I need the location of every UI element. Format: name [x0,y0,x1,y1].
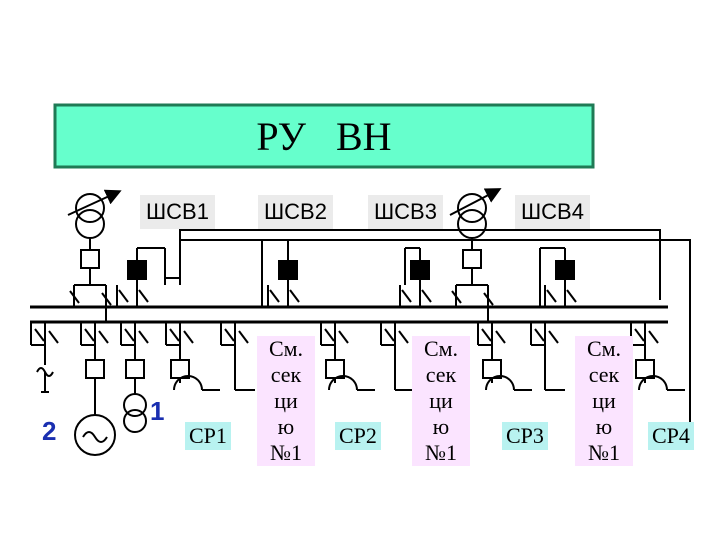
disconnector-icon [534,328,545,342]
switchgear-title: РУ ВН [256,113,392,159]
section-reactor-icon [638,375,668,391]
mixed-section-label-1: См. сек ци ю №1 [257,336,315,466]
disconnector-icon [269,289,280,303]
mixed-section-label-3: См. сек ци ю №1 [575,336,633,466]
transformer-icon [457,209,487,239]
disconnector-icon [324,328,335,342]
section-reactor-label-3: СР3 [502,422,548,450]
section-reactor-label-1: СР1 [185,422,231,450]
disconnector-icon [224,328,235,342]
reactor-icon [123,393,147,417]
transformer-icon [457,193,487,223]
transformer-icon [75,209,105,239]
switchgear-header-box [53,103,595,169]
disconnector-icon [634,328,645,342]
bus-coupler-breaker-icon [555,260,575,280]
section-reactor-icon [485,375,515,391]
bus-coupler-label-1: ШСВ1 [140,195,215,229]
transformer-arrow [67,189,122,216]
disconnector-icon [118,289,129,303]
disconnector-icon [138,330,149,344]
disconnector-icon [169,328,180,342]
disconnector-icon [238,330,249,344]
section-reactor-label-4: СР4 [648,422,694,450]
disconnector-icon [483,292,494,306]
disconnector-icon [384,328,395,342]
disconnector-icon [138,289,149,303]
disconnector-icon [338,330,349,344]
bus-coupler-label-4: ШСВ4 [515,195,590,229]
transformer-arrow [449,188,502,216]
disconnector-icon [648,330,659,344]
breaker-icon [462,249,482,269]
section-reactor-icon [328,375,358,391]
disconnector-icon [566,289,577,303]
disconnector-icon [495,330,506,344]
disconnector-icon [481,328,492,342]
disconnector-icon [98,330,109,344]
section-reactor-label-2: СР2 [335,422,381,450]
transformer-icon [75,193,105,223]
bus-coupler-label-3: ШСВ3 [368,195,443,229]
marker-one: 1 [150,396,165,426]
bus-coupler-label-2: ШСВ2 [258,195,333,229]
disconnector-icon [183,330,194,344]
disconnector-icon [48,330,59,344]
disconnector-icon [546,289,557,303]
disconnector-icon [421,289,432,303]
breaker-icon [85,359,105,379]
disconnector-icon [548,330,559,344]
disconnector-icon [69,290,80,304]
section-reactor-icon [173,375,203,391]
mixed-section-label-2: См. сек ци ю №1 [412,336,470,466]
disconnector-icon [401,289,412,303]
disconnector-icon [451,290,462,304]
disconnector-icon [34,328,45,342]
generator-icon [74,414,116,456]
marker-two: 2 [42,416,57,446]
generator-icon [82,431,108,443]
breaker-icon [125,359,145,379]
disconnector-icon [398,330,409,344]
bus-coupler-breaker-icon [410,260,430,280]
bus-coupler-breaker-icon [127,260,147,280]
disconnector-icon [101,292,112,306]
breaker-icon [80,249,100,269]
disconnector-icon [289,289,300,303]
bus-coupler-breaker-icon [278,260,298,280]
disconnector-icon [124,328,135,342]
reactor-icon [123,409,147,433]
disconnector-icon [84,328,95,342]
